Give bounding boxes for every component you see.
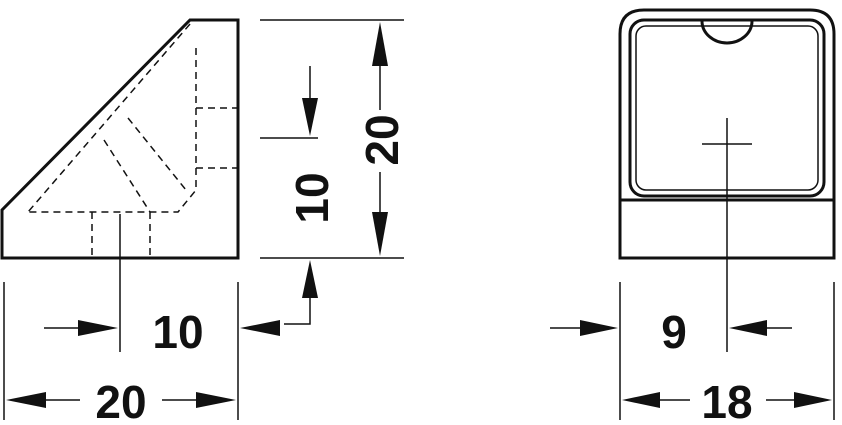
front-view-notch xyxy=(700,20,754,45)
dim-height-half: 10 xyxy=(284,66,338,325)
dim-half-width: 9 xyxy=(550,306,792,358)
center-cross-mark xyxy=(702,118,752,352)
front-extension-lines xyxy=(619,282,835,420)
side-view-outline xyxy=(0,18,240,260)
dim-total-width-label: 18 xyxy=(701,376,752,425)
dim-height-half-label: 10 xyxy=(286,172,338,223)
dim-height-total: 20 xyxy=(356,22,408,256)
dim-width-half-label: 10 xyxy=(152,306,203,358)
dim-half-width-label: 9 xyxy=(661,306,687,358)
dim-width-half: 10 xyxy=(44,306,280,358)
dim-width-total-label: 20 xyxy=(95,376,146,425)
dim-height-total-label: 20 xyxy=(356,114,408,165)
dim-width-total: 20 xyxy=(6,376,236,425)
side-extension-lines xyxy=(3,19,404,420)
front-view xyxy=(618,8,836,352)
side-view xyxy=(0,18,240,352)
dim-total-width: 18 xyxy=(622,376,832,425)
side-view-hidden-lines xyxy=(27,23,238,258)
front-view-outline xyxy=(618,8,836,260)
